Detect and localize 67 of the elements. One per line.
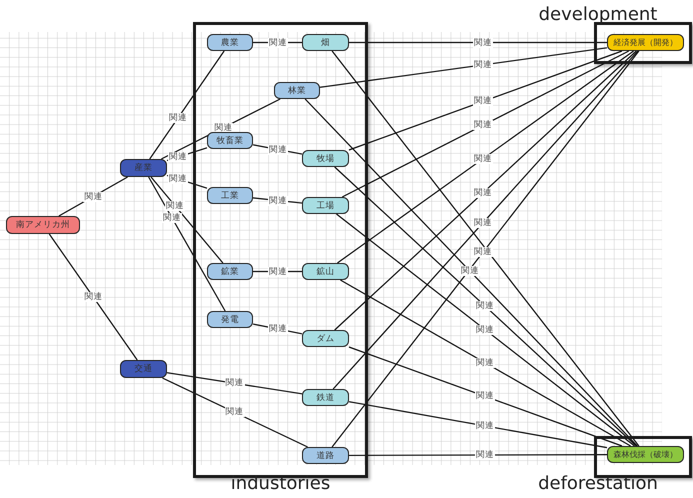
concept-box: 畑: [302, 34, 349, 51]
connector-line: [150, 176, 224, 264]
concept-box: 鉱業: [207, 263, 253, 280]
concept-box: 牧場: [302, 150, 349, 167]
concept-box: ダム: [302, 330, 349, 347]
edge-label: 関連: [168, 112, 188, 123]
edge-label: 関連: [473, 120, 493, 130]
edge-label: 関連: [473, 188, 493, 198]
connector-line: [58, 176, 128, 217]
connector-line: [336, 214, 635, 446]
edge-label: 関連: [475, 324, 495, 335]
connector-line: [340, 279, 631, 447]
connector-line: [349, 42, 607, 44]
edge-label: 関連: [213, 122, 234, 133]
concept-box: 経済発展（開発）: [607, 34, 684, 51]
connector-line: [334, 166, 637, 446]
concept-box: 森林伐採（破壊）: [607, 446, 684, 463]
group-heading: deforestation: [537, 474, 659, 494]
edge-label: 関連: [168, 152, 188, 162]
connector-line: [304, 98, 638, 446]
edge-label: 関連: [165, 200, 185, 211]
concept-box: 産業: [120, 159, 167, 177]
concept-box: 道路: [302, 447, 349, 464]
concept-box: 南アメリカ州: [6, 216, 80, 234]
connector-line: [48, 234, 138, 360]
connector-line: [337, 50, 634, 264]
concept-box: 農業: [207, 34, 253, 51]
connector-line: [348, 346, 622, 447]
edge-label: 関連: [475, 358, 495, 368]
edge-label: 関連: [473, 60, 493, 70]
concept-box: 林業: [274, 82, 320, 99]
concept-box: 工業: [207, 187, 253, 204]
concept-box: 工場: [302, 197, 349, 214]
group-heading: industories: [230, 474, 332, 494]
edge-label: 関連: [224, 407, 244, 418]
concept-box: 発電: [207, 311, 253, 328]
connector-line: [149, 50, 225, 160]
edge-label: 関連: [460, 266, 480, 276]
edge-label: 関連: [475, 391, 495, 402]
connector-line: [162, 377, 308, 448]
edge-label: 関連: [475, 301, 495, 312]
edge-label: 関連: [473, 38, 493, 48]
edge-label: 関連: [83, 192, 104, 202]
edge-label: 関連: [83, 292, 104, 302]
connector-line: [148, 176, 226, 312]
edge-label: 関連: [473, 96, 493, 106]
edge-label: 関連: [473, 247, 493, 258]
concept-box: 牧畜業: [207, 132, 253, 149]
edge-label: 関連: [475, 420, 495, 431]
connector-line: [342, 50, 630, 198]
edge-label: 関連: [224, 378, 244, 388]
concept-box: 交通: [120, 360, 167, 378]
concept-box: 鉄道: [302, 389, 349, 406]
concept-box: 鉱山: [302, 263, 349, 280]
edge-label: 関連: [162, 212, 182, 223]
edge-label: 関連: [475, 450, 495, 460]
connector-line: [334, 50, 637, 330]
edge-label: 関連: [473, 218, 493, 228]
connector-line: [320, 47, 608, 88]
edge-label: 関連: [473, 154, 493, 164]
edge-label: 関連: [268, 324, 288, 334]
connector-line: [348, 401, 608, 448]
connector-line: [348, 50, 622, 151]
connector-line: [349, 454, 607, 456]
group-heading: development: [538, 5, 658, 25]
edge-label: 関連: [168, 174, 188, 184]
connector-line: [166, 372, 302, 394]
